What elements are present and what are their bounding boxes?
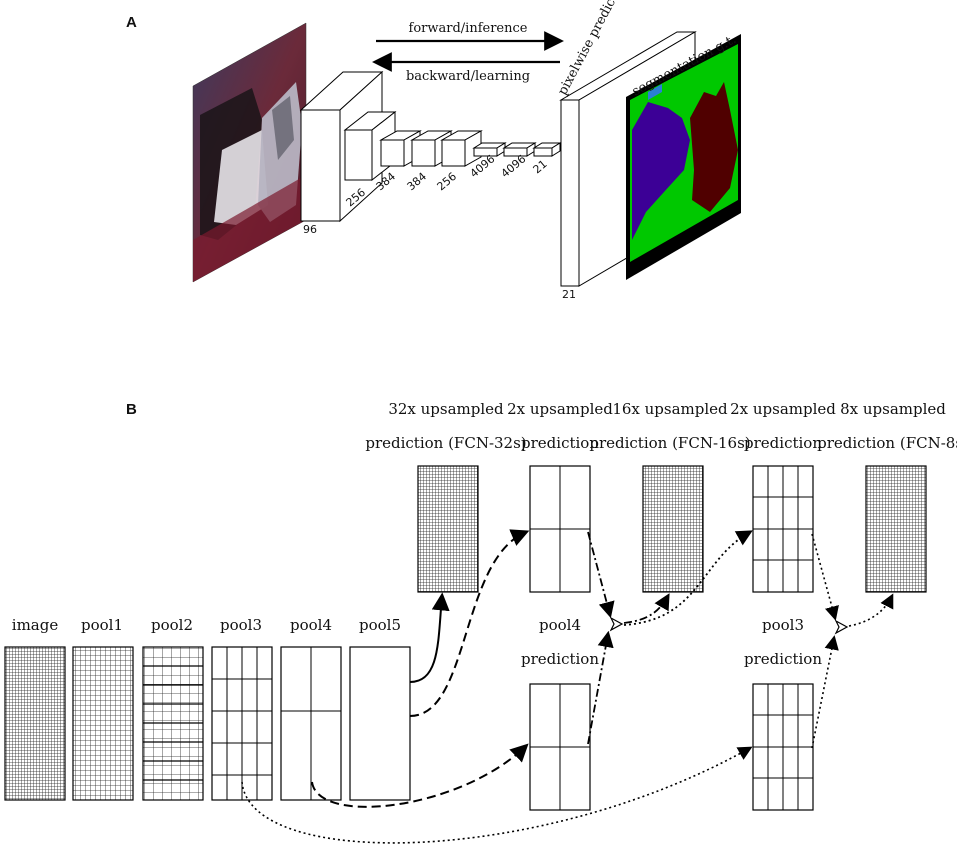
grid-up2-a (529, 465, 591, 593)
forward-label: forward/inference (409, 21, 528, 36)
arrow-pool4pred-fuse1 (587, 630, 614, 745)
up2-b-label-1: 2x upsampled (730, 400, 836, 418)
grid-pool1 (72, 646, 134, 801)
fcn32-label-1: 32x upsampled (388, 400, 504, 418)
grid-up2-b (752, 465, 814, 593)
grid-pool4 (280, 646, 342, 801)
arrow-pool5-fcn32 (409, 592, 450, 683)
fcn32-label-2: prediction (FCN-32s) (365, 434, 526, 452)
size-label-1: 96 (303, 223, 317, 236)
stage-label-image: image (12, 616, 59, 634)
fcn8-label-2: prediction (FCN-8s) (817, 434, 957, 452)
grid-fcn32 (417, 465, 479, 593)
panel-b: B image pool1 pool2 pool3 pool4 pool5 (4, 400, 957, 844)
grid-pool3 (211, 646, 273, 801)
stage-label-pool3: pool3 (220, 616, 262, 634)
top-block-labels: 32x upsampled prediction (FCN-32s) 2x up… (365, 400, 957, 452)
stage-label-pool2: pool2 (151, 616, 193, 634)
grid-pool4-prediction (529, 683, 591, 811)
input-photo (192, 22, 307, 283)
grid-pool5 (349, 646, 411, 801)
grid-image (4, 646, 66, 801)
size-label-7: 4096 (499, 152, 529, 180)
grid-pool3-prediction (752, 683, 814, 811)
arrow-up2b-fuse2 (811, 533, 839, 621)
arrow-fuse1-fcn16 (623, 593, 670, 624)
pool3-pred-label-2: prediction (744, 650, 822, 668)
backward-label: backward/learning (406, 69, 530, 84)
fcn8-label-1: 8x upsampled (840, 400, 946, 418)
stage-label-pool1: pool1 (81, 616, 123, 634)
arrow-pool3pred-fuse2 (811, 635, 839, 749)
stage-label-pool4: pool4 (290, 616, 332, 634)
connection-arrows (241, 529, 894, 844)
grid-fcn8 (865, 465, 927, 593)
arrow-pool4-pred (311, 743, 529, 808)
arrow-up2-fuse1 (587, 531, 615, 619)
arrow-fuse2-fcn8 (848, 593, 894, 627)
grid-fcn16 (642, 465, 704, 593)
fuse-node-1 (609, 616, 624, 632)
arrow-pool3-pred (241, 746, 753, 844)
size-label-8: 21 (531, 157, 550, 176)
output-size-label: 21 (562, 288, 576, 301)
conv-block-8 (532, 142, 562, 157)
panel-a: A forward/inference backward/learning (126, 0, 741, 301)
pool4-pred-label-2: prediction (521, 650, 599, 668)
panel-a-label: A (126, 14, 137, 31)
up2-a-label-1: 2x upsampled (507, 400, 613, 418)
conv-blocks (299, 70, 562, 223)
panel-b-label: B (126, 401, 137, 418)
fcn16-label-1: 16x upsampled (612, 400, 728, 418)
fcn16-label-2: prediction (FCN-16s) (589, 434, 750, 452)
conv-block-7 (502, 142, 537, 157)
pool4-pred-label-1: pool4 (539, 616, 581, 634)
fuse-node-2 (834, 619, 849, 635)
segmentation-gt: segmentation g.t. (626, 32, 741, 280)
pool3-pred-label-1: pool3 (762, 616, 804, 634)
up2-a-label-2: prediction (521, 434, 599, 452)
stage-label-pool5: pool5 (359, 616, 401, 634)
size-label-5: 256 (435, 170, 459, 193)
size-label-4: 384 (405, 170, 429, 193)
conv-block-6 (472, 142, 507, 157)
grid-pool2 (142, 646, 204, 801)
arrow-pool5-up2 (409, 529, 530, 717)
up2-b-label-2: prediction (744, 434, 822, 452)
